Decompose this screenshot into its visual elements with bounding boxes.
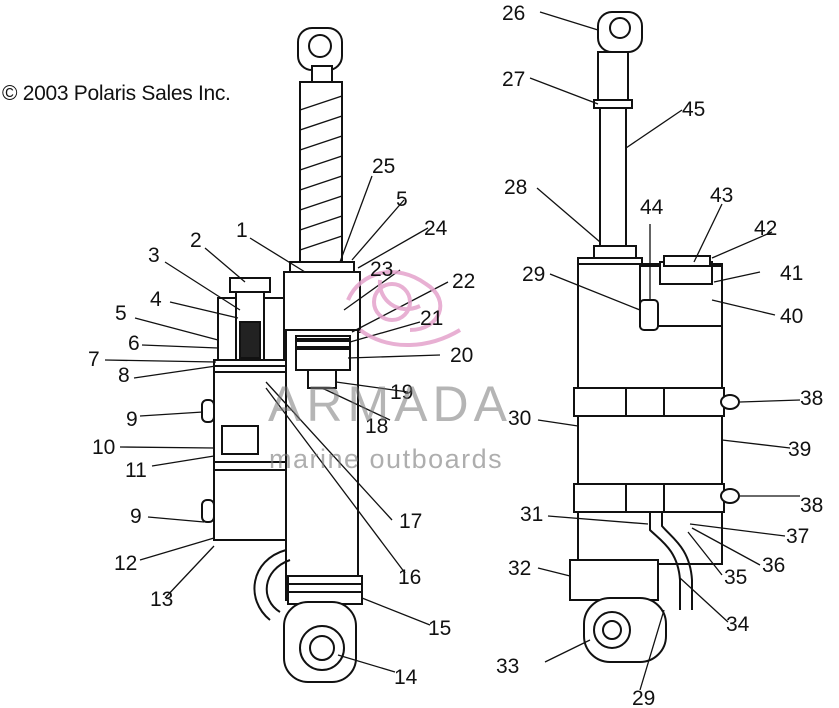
callout-35: 35 xyxy=(724,566,747,589)
callout-1: 1 xyxy=(236,219,248,242)
callout-26: 26 xyxy=(502,2,525,25)
callout-21: 21 xyxy=(420,307,443,330)
callout-15: 15 xyxy=(428,617,451,640)
callout-41: 41 xyxy=(780,262,803,285)
callout-6: 6 xyxy=(128,332,140,355)
callout-19: 19 xyxy=(390,381,413,404)
callout-34: 34 xyxy=(726,613,750,636)
callout-40: 40 xyxy=(780,305,803,328)
callout-12: 12 xyxy=(114,552,137,575)
callout-20: 20 xyxy=(450,344,473,367)
right-shock-exterior xyxy=(569,11,740,663)
armada-logo-mark xyxy=(346,270,462,348)
callout-31: 31 xyxy=(520,503,543,526)
callout-38: 38 xyxy=(800,387,823,410)
callout-5: 5 xyxy=(115,302,127,325)
callout-33: 33 xyxy=(496,655,519,678)
copyright-notice: © 2003 Polaris Sales Inc. xyxy=(2,82,231,105)
callout-37: 37 xyxy=(786,525,809,548)
callout-10: 10 xyxy=(92,436,115,459)
callout-5: 5 xyxy=(396,188,408,211)
callout-14: 14 xyxy=(394,666,418,689)
callout-29: 29 xyxy=(522,263,545,286)
left-shock-cutaway xyxy=(201,27,363,683)
callout-9: 9 xyxy=(126,408,138,431)
callout-38: 38 xyxy=(800,494,823,517)
callout-27: 27 xyxy=(502,68,525,91)
callout-9: 9 xyxy=(130,505,142,528)
callout-2: 2 xyxy=(190,229,202,252)
callout-11: 11 xyxy=(125,459,147,482)
callout-25: 25 xyxy=(372,155,395,178)
watermark-title: ARMADA xyxy=(268,376,512,432)
callout-30: 30 xyxy=(508,407,531,430)
callout-labels: 1234556789910111213141516171819202122232… xyxy=(88,2,823,708)
callout-39: 39 xyxy=(788,438,811,461)
callout-18: 18 xyxy=(365,415,388,438)
callout-3: 3 xyxy=(148,244,160,267)
callout-8: 8 xyxy=(118,364,130,387)
watermark-subtitle: marine outboards xyxy=(269,444,504,474)
callout-4: 4 xyxy=(150,288,162,311)
callout-32: 32 xyxy=(508,557,531,580)
callout-23: 23 xyxy=(370,258,393,281)
callout-44: 44 xyxy=(640,196,664,219)
callout-13: 13 xyxy=(150,588,173,611)
callout-24: 24 xyxy=(424,217,448,240)
callout-22: 22 xyxy=(452,270,475,293)
callout-16: 16 xyxy=(398,566,421,589)
callout-42: 42 xyxy=(754,217,777,240)
callout-29: 29 xyxy=(632,687,655,708)
callout-17: 17 xyxy=(399,510,422,533)
callout-28: 28 xyxy=(504,176,527,199)
callout-45: 45 xyxy=(682,98,705,121)
callout-43: 43 xyxy=(710,184,733,207)
callout-36: 36 xyxy=(762,554,785,577)
callout-7: 7 xyxy=(88,348,100,371)
